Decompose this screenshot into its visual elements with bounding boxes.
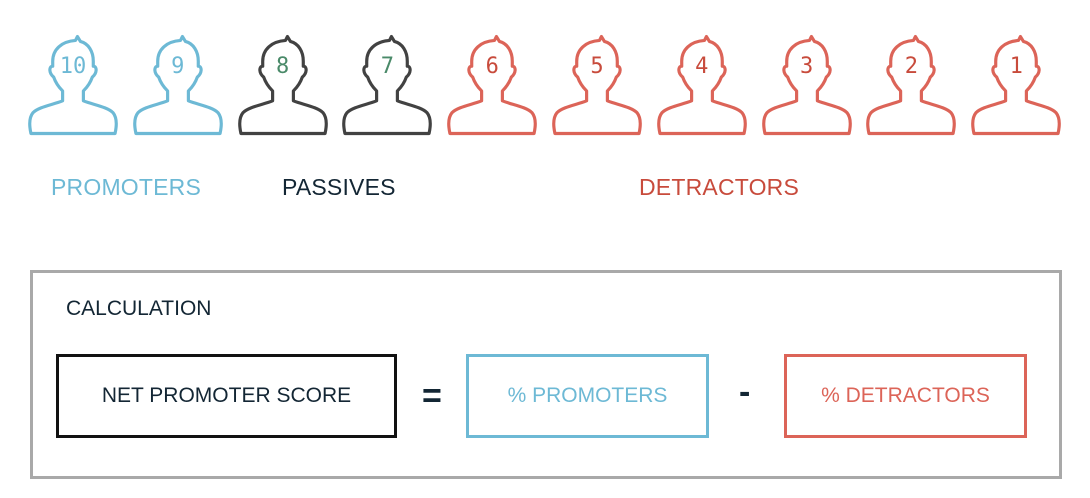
score-8-person: 8 bbox=[236, 32, 330, 138]
detractors-label: DETRACTORS bbox=[639, 174, 800, 200]
person-outline-icon bbox=[342, 34, 433, 136]
calculation-title: CALCULATION bbox=[66, 297, 212, 320]
promoters-percent-label: % PROMOTERS bbox=[507, 384, 668, 407]
score-10-person: 10 bbox=[26, 32, 120, 138]
score-5-person: 5 bbox=[550, 32, 644, 138]
score-number: 6 bbox=[485, 54, 499, 79]
person-outline-icon bbox=[28, 34, 118, 136]
person-outline-icon bbox=[971, 34, 1062, 136]
detractors-percent-box: % DETRACTORS bbox=[784, 354, 1027, 438]
equals-sign: = bbox=[422, 377, 442, 415]
score-number: 5 bbox=[590, 54, 604, 79]
score-number: 1 bbox=[1009, 54, 1023, 79]
person-outline-icon bbox=[866, 34, 957, 136]
score-7-person: 7 bbox=[340, 32, 434, 138]
person-outline-icon bbox=[656, 34, 747, 136]
score-number: 2 bbox=[904, 54, 919, 79]
promoters-label: PROMOTERS bbox=[51, 174, 202, 200]
score-3-person: 3 bbox=[760, 32, 854, 138]
nps-result-label: NET PROMOTER SCORE bbox=[101, 384, 352, 407]
person-outline-icon bbox=[761, 34, 852, 136]
score-number: 4 bbox=[695, 54, 709, 79]
nps-result-box: NET PROMOTER SCORE bbox=[56, 354, 397, 438]
score-number: 7 bbox=[380, 54, 395, 79]
score-number: 3 bbox=[799, 54, 814, 79]
score-9-person: 9 bbox=[131, 32, 225, 138]
promoters-percent-box: % PROMOTERS bbox=[466, 354, 709, 438]
score-2-person: 2 bbox=[864, 32, 958, 138]
score-6-person: 6 bbox=[445, 32, 539, 138]
score-4-person: 4 bbox=[655, 32, 749, 138]
passives-label: PASSIVES bbox=[282, 174, 396, 200]
calculation-box: CALCULATION NET PROMOTER SCORE = % PROMO… bbox=[30, 270, 1062, 479]
minus-sign: - bbox=[739, 373, 751, 411]
score-1-person: 1 bbox=[969, 32, 1063, 138]
score-number: 8 bbox=[275, 54, 290, 79]
person-outline-icon bbox=[132, 34, 223, 136]
score-number: 10 bbox=[59, 54, 87, 79]
detractors-percent-label: % DETRACTORS bbox=[821, 384, 990, 407]
person-outline-icon bbox=[237, 34, 328, 136]
person-outline-icon bbox=[447, 34, 538, 136]
person-outline-icon bbox=[552, 34, 642, 136]
score-number: 9 bbox=[171, 54, 185, 79]
